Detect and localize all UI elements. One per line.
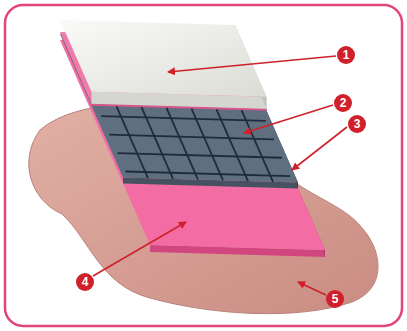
callout-number: 2 (334, 94, 352, 112)
callout-number: 3 (348, 115, 366, 133)
callout-number: 1 (337, 46, 355, 64)
leader-lines (93, 56, 347, 295)
callout-circles (76, 46, 366, 308)
callout-number: 4 (76, 273, 94, 291)
mesh-grid (101, 106, 290, 181)
layered-substitute (60, 20, 325, 257)
frame (5, 5, 402, 326)
layer-face (60, 20, 267, 97)
callout-number: 5 (326, 290, 344, 308)
